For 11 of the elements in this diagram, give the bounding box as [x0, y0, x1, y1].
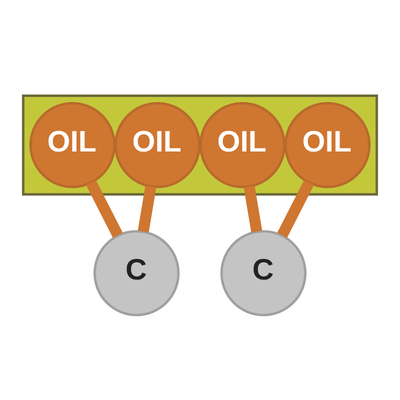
- connector: [86, 180, 123, 238]
- connector: [138, 185, 156, 232]
- node-circle: OIL: [199, 101, 286, 188]
- node-circle: OIL: [29, 101, 116, 188]
- connector: [244, 185, 262, 232]
- node-circle: C: [220, 230, 307, 316]
- node-circle: C: [93, 230, 180, 316]
- connector: [277, 180, 314, 238]
- node-circle: OIL: [284, 101, 371, 188]
- node-circle: OIL: [114, 101, 201, 188]
- cluster: [22, 94, 378, 196]
